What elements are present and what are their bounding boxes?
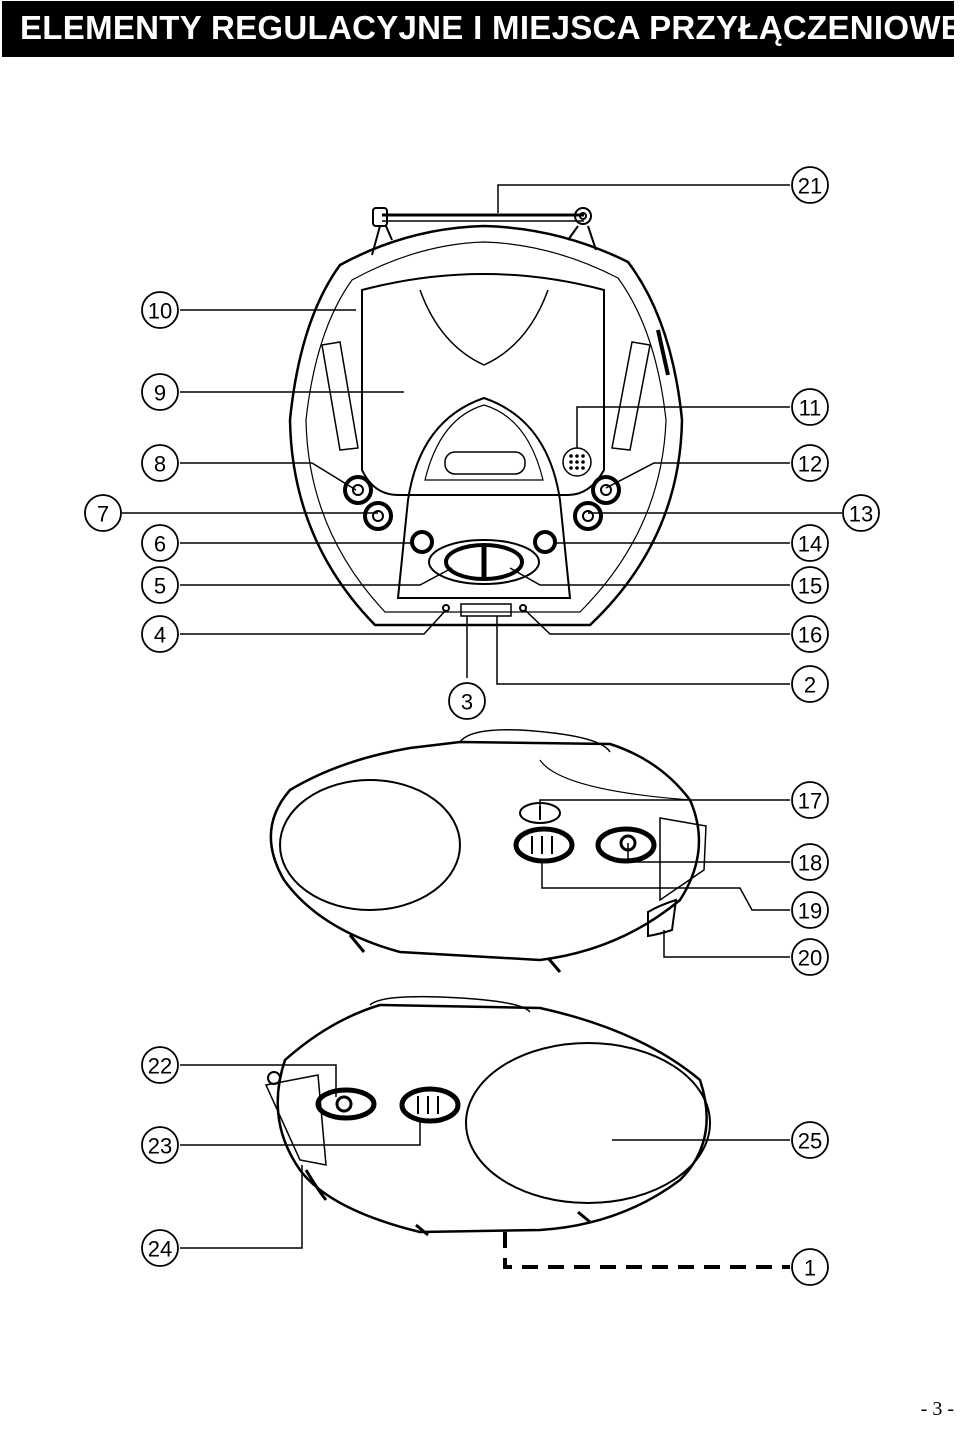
callout-6: 6 bbox=[154, 532, 166, 557]
callout-17: 17 bbox=[798, 789, 822, 814]
callout-21: 21 bbox=[798, 174, 822, 199]
callout-13: 13 bbox=[849, 502, 873, 527]
callout-7: 7 bbox=[97, 502, 109, 527]
callout-11: 11 bbox=[799, 396, 822, 421]
callout-20: 20 bbox=[798, 946, 822, 971]
callout-10: 10 bbox=[148, 299, 172, 324]
callout-1: 1 bbox=[804, 1256, 816, 1281]
callout-14: 14 bbox=[798, 532, 822, 557]
callout-circles bbox=[84, 166, 880, 1286]
callout-8: 8 bbox=[154, 452, 166, 477]
callout-4: 4 bbox=[154, 623, 166, 648]
callout-22: 22 bbox=[148, 1054, 172, 1079]
callout-15: 15 bbox=[798, 574, 822, 599]
callout-24: 24 bbox=[148, 1237, 172, 1262]
callout-3: 3 bbox=[461, 690, 473, 715]
callout-19: 19 bbox=[798, 899, 822, 924]
callout-16: 16 bbox=[798, 623, 822, 648]
front-view-illustration bbox=[288, 207, 684, 627]
leader-lines bbox=[122, 184, 842, 1269]
callout-9: 9 bbox=[154, 381, 166, 406]
callout-18: 18 bbox=[798, 851, 822, 876]
side-view-left-illustration bbox=[264, 995, 711, 1237]
page-title: ELEMENTY REGULACYJNE I MIEJSCA PRZYŁĄCZE… bbox=[20, 9, 960, 46]
callout-23: 23 bbox=[148, 1134, 172, 1159]
callout-12: 12 bbox=[798, 452, 822, 477]
callout-2: 2 bbox=[804, 673, 816, 698]
callout-25: 25 bbox=[798, 1129, 822, 1154]
page-number: - 3 - bbox=[920, 1398, 954, 1420]
side-view-right-illustration bbox=[269, 729, 707, 973]
callout-5: 5 bbox=[154, 574, 166, 599]
header-bar: ELEMENTY REGULACYJNE I MIEJSCA PRZYŁĄCZE… bbox=[2, 1, 960, 57]
